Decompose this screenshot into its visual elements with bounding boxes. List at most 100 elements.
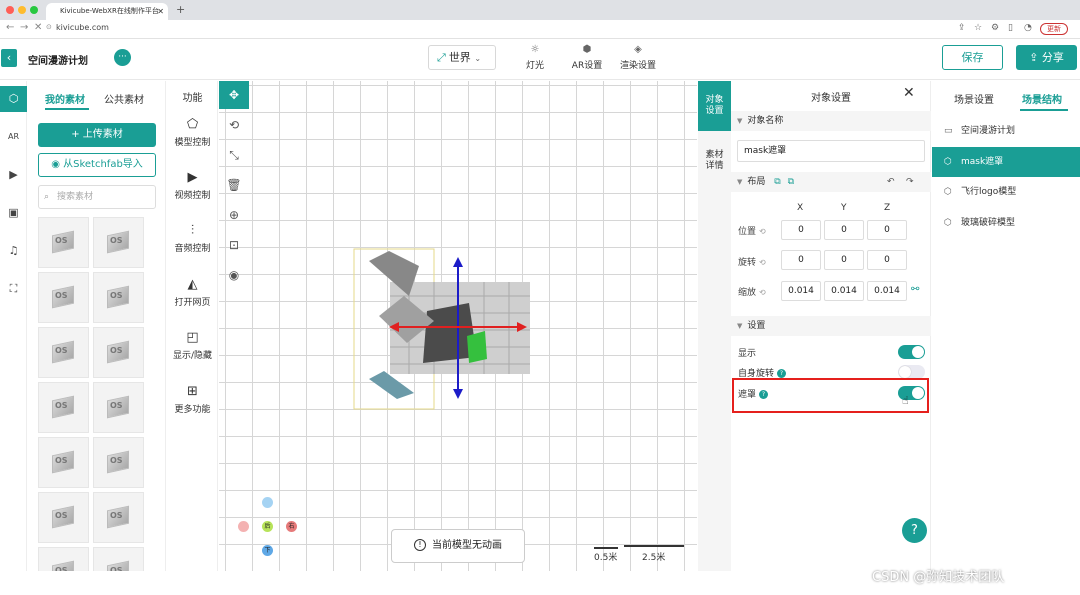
asset-thumbnail[interactable]: OS (38, 272, 89, 323)
feature-audio-control[interactable]: ⫶音频控制 (167, 223, 218, 254)
bookmark-star-icon[interactable]: ☆ (974, 23, 983, 33)
scale-y-input[interactable]: 0.014 (824, 281, 864, 301)
reset-icon[interactable]: ⟲ (759, 288, 766, 297)
y-axis-arrowhead-bottom[interactable] (453, 389, 463, 399)
share-button[interactable]: ⇪ 分享 (1016, 45, 1077, 70)
scale-z-input[interactable]: 0.014 (867, 281, 907, 301)
help-icon[interactable]: ? (759, 390, 769, 399)
render-settings-tool[interactable]: ◈渲染设置 (617, 44, 659, 71)
back-arrow-icon[interactable]: ← (6, 22, 15, 33)
copy-icon[interactable]: ⧉ (774, 177, 781, 187)
sketchfab-import-button[interactable]: ◉ 从Sketchfab导入 (38, 153, 156, 177)
tab-asset-details[interactable]: 素材详情 (698, 136, 731, 186)
position-y-input[interactable]: 0 (824, 220, 864, 240)
help-icon[interactable]: ? (777, 369, 787, 378)
model-category-cube-icon[interactable]: ⬡ (0, 86, 27, 112)
x-axis-arrowhead-right[interactable] (517, 322, 527, 332)
forward-arrow-icon[interactable]: → (20, 22, 29, 33)
save-button[interactable]: 保存 (942, 45, 1003, 70)
gizmo-top-dot[interactable] (262, 497, 273, 508)
feature-show-hide[interactable]: ◰显示/隐藏 (167, 330, 218, 361)
undo-icon[interactable]: ↶ (887, 177, 895, 187)
asset-thumbnail[interactable]: OS (38, 382, 89, 433)
video-category-icon[interactable]: ▶ (9, 168, 18, 181)
tree-item-flying-logo[interactable]: ⬡飞行logo模型 (932, 177, 1080, 207)
upload-asset-button[interactable]: + 上传素材 (38, 123, 156, 147)
tab-public-assets[interactable]: 公共素材 (104, 95, 144, 106)
focus-target-icon[interactable]: ⊕ (228, 208, 240, 222)
scale-tool-icon[interactable]: ⤡ (229, 148, 239, 162)
rotation-x-input[interactable]: 0 (781, 250, 821, 270)
eye-icon[interactable]: ◉ (228, 268, 240, 282)
extension-icon[interactable]: ⚙ (991, 23, 1000, 33)
browser-update-button[interactable]: 更新 (1040, 23, 1068, 35)
self-rotate-toggle[interactable] (898, 365, 925, 379)
settings-section[interactable]: ▼设置 (731, 316, 931, 336)
rotation-y-input[interactable]: 0 (824, 250, 864, 270)
green-plane-gizmo[interactable] (467, 331, 487, 363)
asset-thumbnail[interactable]: OS (93, 492, 144, 543)
ar-settings-tool[interactable]: ⬢AR设置 (568, 44, 606, 71)
asset-thumbnail[interactable]: OS (93, 382, 144, 433)
tab-close-icon[interactable]: ✕ (157, 7, 164, 16)
show-toggle[interactable] (898, 345, 925, 359)
share-page-icon[interactable]: ⇪ (958, 23, 966, 33)
tab-scene-settings[interactable]: 场景设置 (954, 95, 994, 106)
object-name-input[interactable]: mask遮罩 (737, 140, 925, 162)
help-float-button[interactable]: ? (902, 518, 927, 543)
gizmo-right-dot[interactable]: 右 (286, 521, 297, 532)
tree-item-project[interactable]: ▭空间漫游计划 (932, 116, 1080, 146)
minimize-window-icon[interactable] (18, 6, 26, 14)
fit-view-icon[interactable]: ⊡ (228, 238, 240, 252)
feature-video-control[interactable]: ▶视频控制 (167, 170, 218, 201)
tree-item-mask[interactable]: ⬡mask遮罩 (932, 147, 1080, 177)
lock-ratio-icon[interactable]: ⚯ (911, 284, 920, 295)
reset-icon[interactable]: ⟲ (759, 258, 766, 267)
chat-icon[interactable]: ··· (114, 49, 131, 66)
paste-icon[interactable]: ⧉ (787, 177, 795, 187)
site-info-icon[interactable]: ⊙ (46, 23, 52, 31)
url-field[interactable]: kivicube.com (56, 23, 109, 32)
tree-item-glass-break[interactable]: ⬡玻璃破碎模型 (932, 208, 1080, 238)
ar-category-icon[interactable]: AR (7, 132, 20, 141)
gizmo-down-dot[interactable]: 下 (262, 545, 273, 556)
coordinate-space-dropdown[interactable]: ⤢世界 ⌄ (428, 45, 496, 70)
layout-section[interactable]: ▼布局 ⧉ ⧉ ↶ ↷ (731, 172, 931, 192)
rotate-tool-icon[interactable]: ⟲ (228, 118, 240, 132)
asset-thumbnail[interactable]: OS (38, 327, 89, 378)
tab-scene-structure[interactable]: 场景结构 (1022, 95, 1062, 106)
x-axis-arrowhead-left[interactable] (389, 322, 399, 332)
object-name-section[interactable]: ▼对象名称 (731, 111, 931, 131)
frame-category-icon[interactable]: ⛶ (9, 282, 18, 295)
back-button[interactable]: ‹ (1, 49, 17, 67)
profile-icon[interactable]: ◔ (1024, 23, 1032, 33)
asset-search-input[interactable]: ⌕搜索素材 (38, 185, 156, 209)
scale-x-input[interactable]: 0.014 (781, 281, 821, 301)
move-tool-icon[interactable]: ✥ (219, 81, 249, 109)
asset-thumbnail[interactable]: OS (38, 547, 89, 571)
image-category-icon[interactable]: ▣ (8, 206, 19, 219)
asset-thumbnail[interactable]: OS (38, 437, 89, 488)
redo-icon[interactable]: ↷ (906, 177, 914, 187)
3d-viewport[interactable]: 后 右 下 !当前模型无动画 0.5米 2.5米 (219, 81, 697, 571)
asset-thumbnail[interactable]: OS (93, 327, 144, 378)
gizmo-back-dot[interactable]: 后 (262, 521, 273, 532)
new-tab-icon[interactable]: + (176, 3, 186, 16)
position-z-input[interactable]: 0 (867, 220, 907, 240)
asset-thumbnail[interactable]: OS (93, 272, 144, 323)
music-category-icon[interactable]: ♫ (8, 244, 19, 257)
reset-icon[interactable]: ⟲ (759, 227, 766, 236)
mask-toggle[interactable] (898, 386, 925, 400)
delete-icon[interactable]: 🗑 (226, 178, 242, 192)
stop-loading-icon[interactable]: ✕ (34, 22, 43, 33)
browser-tab[interactable]: Kivicube-WebXR在线制作平台 ✕ (46, 3, 168, 20)
feature-more[interactable]: ⊞更多功能 (167, 384, 218, 415)
asset-thumbnail[interactable]: OS (93, 437, 144, 488)
sidebar-icon[interactable]: ▯ (1008, 23, 1013, 33)
feature-model-control[interactable]: ⬠模型控制 (167, 117, 218, 148)
maximize-window-icon[interactable] (30, 6, 38, 14)
tab-my-assets[interactable]: 我的素材 (45, 95, 85, 106)
close-window-icon[interactable] (6, 6, 14, 14)
asset-thumbnail[interactable]: OS (93, 547, 144, 571)
light-tool[interactable]: ☼灯光 (522, 44, 548, 71)
